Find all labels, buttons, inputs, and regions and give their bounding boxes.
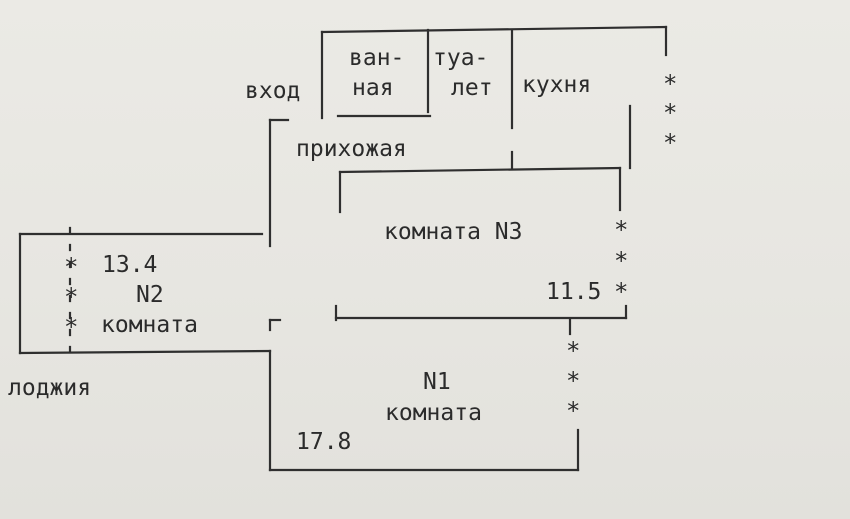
room1-number-label: N1 <box>423 369 451 395</box>
bathroom-label-top: ван- <box>349 45 405 71</box>
room3-window-mark: * <box>614 216 629 244</box>
room2-window-mark: * <box>64 313 79 341</box>
bathroom-label-bottom: ная <box>352 75 394 101</box>
room1-area-label: 17.8 <box>296 429 352 455</box>
wall-top <box>320 25 668 34</box>
room2-window-mark: * <box>64 283 79 311</box>
toilet-label-bottom: лет <box>451 75 493 101</box>
kitchen-window-mark: * <box>663 70 678 98</box>
room1-window-mark: * <box>566 397 581 425</box>
wall-room2-bottom <box>18 349 272 355</box>
room3-area-label: 11.5 <box>546 279 602 305</box>
balcony-label: лоджия <box>8 375 92 401</box>
room1-window-mark: * <box>566 367 581 395</box>
kitchen-window-mark: * <box>663 129 678 157</box>
room2-window-mark: * <box>64 253 79 281</box>
room3-window-mark: * <box>614 278 629 306</box>
room3-window-mark: * <box>614 247 629 275</box>
room2-number-label: N2 <box>136 282 164 308</box>
kitchen-window-mark: * <box>663 99 678 127</box>
room2-area-label: 13.4 <box>102 252 158 278</box>
room3-name-label: комната N3 <box>384 219 523 245</box>
wall-room3-top <box>338 166 622 174</box>
kitchen-label: кухня <box>522 72 592 98</box>
toilet-label-top: туа- <box>433 45 489 71</box>
room2-name-label: комната <box>101 312 198 338</box>
hallway-label: прихожая <box>296 136 407 162</box>
entrance-label: вход <box>245 78 301 104</box>
room1-name-label: комната <box>385 400 482 426</box>
room1-window-mark: * <box>566 337 581 365</box>
